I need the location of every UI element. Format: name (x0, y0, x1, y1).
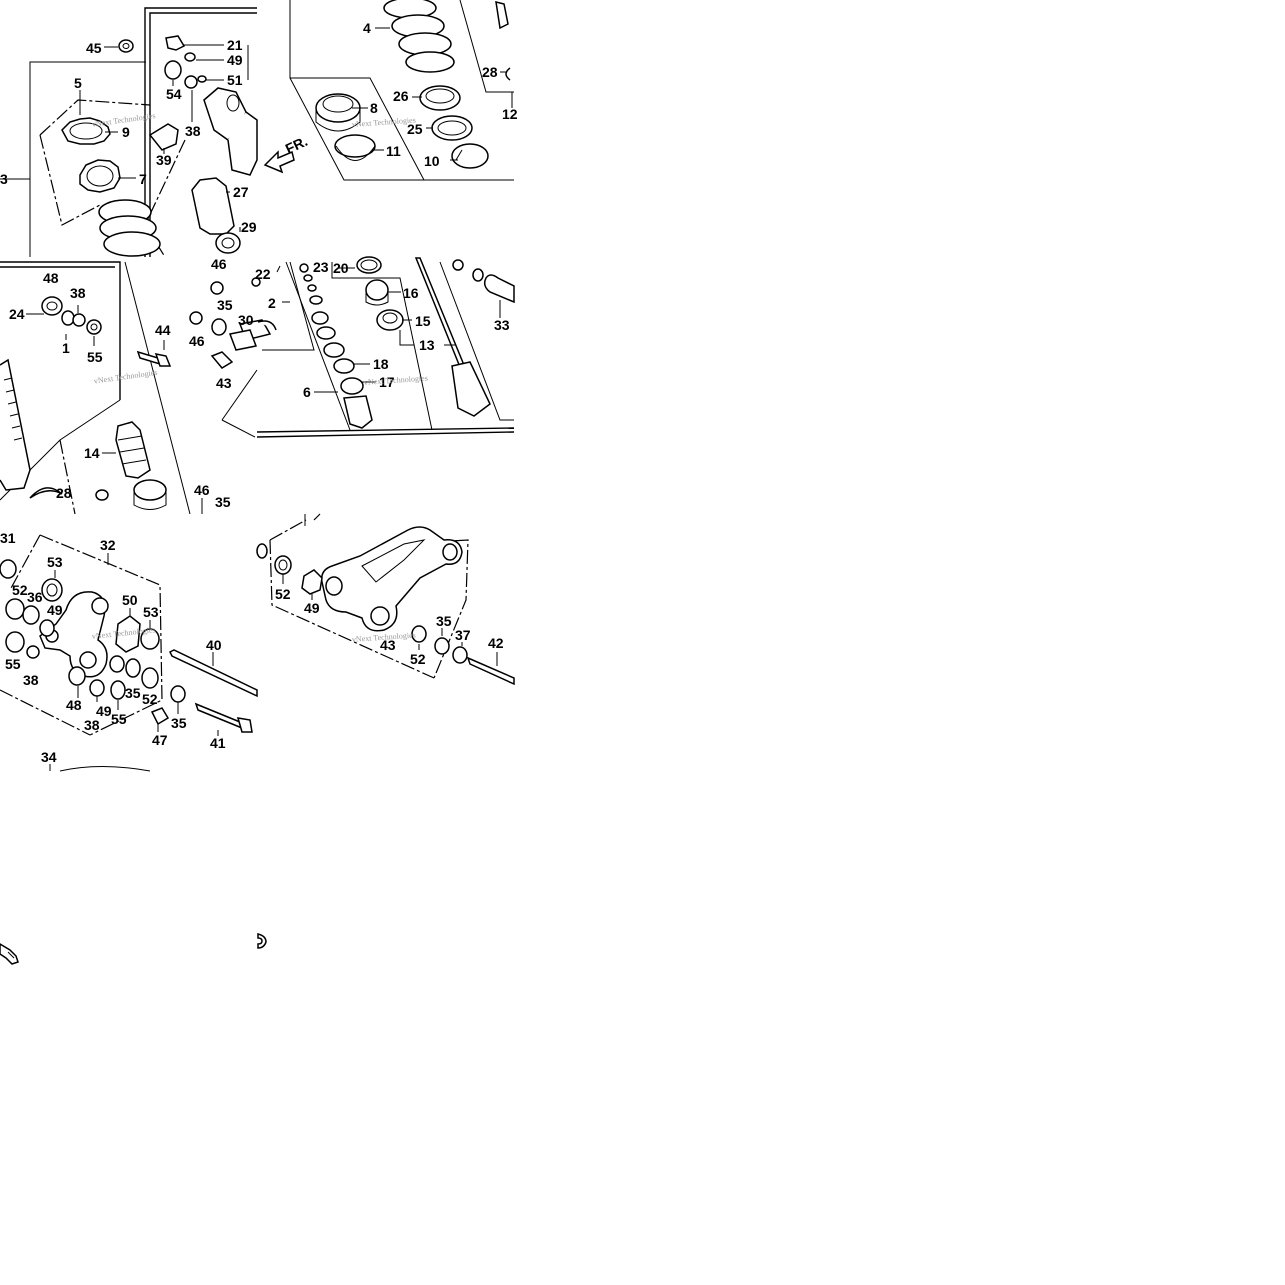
callout-22: 22 (255, 266, 271, 282)
callout-52: 52 (410, 651, 426, 667)
callout-9: 9 (122, 124, 130, 140)
callout-2: 2 (268, 295, 276, 311)
callout-31: 31 (0, 530, 16, 546)
callout-14: 14 (84, 445, 100, 461)
callout-54: 54 (166, 86, 182, 102)
callout-24: 24 (9, 306, 25, 322)
callout-49: 49 (227, 52, 243, 68)
callout-27: 27 (233, 184, 249, 200)
callout-28: 28 (56, 485, 72, 501)
callout-16: 16 (403, 285, 419, 301)
callout-35: 35 (125, 685, 141, 701)
tile-d: 22 2 23 20 16 15 46 35 30 46 43 18 17 6 … (189, 256, 515, 438)
callout-50: 50 (122, 592, 138, 608)
callout-53: 53 (47, 554, 63, 570)
callout-38: 38 (185, 123, 201, 139)
callout-49: 49 (304, 600, 320, 616)
callout-3: 3 (0, 171, 8, 187)
callout-35: 35 (217, 297, 233, 313)
tile-c: 48 38 24 1 55 44 14 28 46 35 vNext Techn… (0, 261, 231, 515)
callout-12: 12 (502, 106, 518, 122)
callout-55: 55 (87, 349, 103, 365)
callout-17: 17 (379, 374, 395, 390)
callout-4: 4 (363, 20, 371, 36)
front-marker: FR. (283, 133, 310, 157)
callout-41: 41 (210, 735, 226, 751)
callout-37: 37 (455, 627, 471, 643)
callout-5: 5 (74, 75, 82, 91)
callout-40: 40 (206, 637, 222, 653)
callout-45: 45 (86, 40, 102, 56)
callout-8: 8 (370, 100, 378, 116)
callout-32: 32 (100, 537, 116, 553)
callout-29: 29 (241, 219, 257, 235)
callout-11: 11 (386, 143, 401, 159)
callout-39: 39 (156, 152, 172, 168)
callout-6: 6 (303, 384, 311, 400)
callout-49: 49 (47, 602, 63, 618)
callout-25: 25 (407, 121, 423, 137)
watermark: vNext Technologies (364, 374, 428, 387)
callout-52: 52 (275, 586, 291, 602)
callout-33: 33 (494, 317, 510, 333)
fragment-bolt-left (0, 943, 19, 965)
callout-43: 43 (380, 637, 396, 653)
callout-26: 26 (393, 88, 409, 104)
callout-30: 30 (238, 312, 254, 328)
front-arrow-icon (263, 150, 295, 174)
callout-28: 28 (482, 64, 498, 80)
watermark: vNext Technologies (352, 116, 416, 129)
callout-13: 13 (419, 337, 435, 353)
callout-35: 35 (436, 613, 452, 629)
callout-52: 52 (12, 582, 28, 598)
callout-42: 42 (488, 635, 504, 651)
callout-7: 7 (139, 171, 147, 187)
callout-35: 35 (215, 494, 231, 510)
callout-47: 47 (152, 732, 168, 748)
callout-48: 48 (66, 697, 82, 713)
callout-20: 20 (333, 260, 349, 276)
fragment-clip (257, 933, 267, 949)
tile-e: 31 32 53 52 36 49 50 53 40 55 38 48 49 3… (0, 530, 258, 772)
callout-43: 43 (216, 375, 232, 391)
callout-38: 38 (84, 717, 100, 733)
callout-44: 44 (155, 322, 171, 338)
callout-48: 48 (43, 270, 59, 286)
callout-34: 34 (41, 749, 57, 765)
callout-15: 15 (415, 313, 431, 329)
callout-46: 46 (194, 482, 210, 498)
watermark: vNext Technologies (93, 368, 158, 386)
callout-38: 38 (23, 672, 39, 688)
callout-38: 38 (70, 285, 86, 301)
callout-36: 36 (27, 589, 43, 605)
callout-35: 35 (171, 715, 187, 731)
callout-49: 49 (96, 703, 112, 719)
callout-18: 18 (373, 356, 389, 372)
tile-b: 4 28 26 8 25 11 10 12 vNext Technologies (289, 0, 518, 181)
callout-10: 10 (424, 153, 440, 169)
callout-52: 52 (142, 691, 158, 707)
callout-21: 21 (227, 37, 243, 53)
callout-55: 55 (5, 656, 21, 672)
callout-23: 23 (313, 259, 329, 275)
callout-46: 46 (189, 333, 205, 349)
callout-51: 51 (227, 72, 243, 88)
tile-a: 45 5 3 9 7 21 49 51 54 38 39 27 29 FR. v… (0, 7, 310, 258)
callout-1: 1 (62, 340, 70, 356)
watermark: vNext Technologies (352, 631, 416, 644)
tile-f: 52 49 35 37 42 43 52 vNext Technologies (256, 513, 515, 686)
callout-53: 53 (143, 604, 159, 620)
callout-55: 55 (111, 711, 127, 727)
callout-46: 46 (211, 256, 227, 272)
